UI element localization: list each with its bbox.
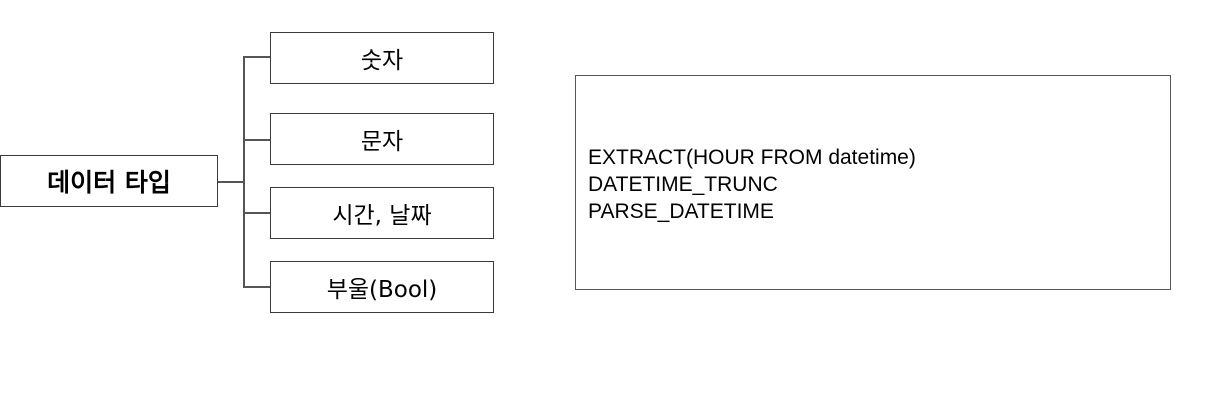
- child-node-string: 문자: [270, 113, 494, 165]
- function-line: PARSE_DATETIME: [588, 200, 774, 223]
- child-node-label: 시간, 날짜: [332, 203, 432, 229]
- datetime-functions-box: EXTRACT(HOUR FROM datetime) DATETIME_TRU…: [575, 75, 1171, 290]
- child-node-label: 숫자: [360, 48, 404, 74]
- connector-branch-bool: [243, 286, 270, 288]
- connector-branch-string: [243, 139, 270, 141]
- connector-branch-datetime: [243, 212, 270, 214]
- child-node-label: 문자: [360, 129, 404, 155]
- function-line: DATETIME_TRUNC: [588, 173, 778, 196]
- connector-branch-number: [243, 56, 270, 58]
- datetime-functions-list: EXTRACT(HOUR FROM datetime) DATETIME_TRU…: [588, 144, 916, 225]
- connector-root-horizontal: [218, 181, 244, 183]
- child-node-datetime: 시간, 날짜: [270, 187, 494, 239]
- root-node-data-type: 데이터 타입: [0, 155, 218, 207]
- connector-vertical-trunk: [243, 56, 245, 287]
- child-node-label: 부울(Bool): [326, 277, 438, 303]
- child-node-number: 숫자: [270, 32, 494, 84]
- function-line: EXTRACT(HOUR FROM datetime): [588, 146, 916, 169]
- root-node-label: 데이터 타입: [47, 168, 171, 197]
- child-node-bool: 부울(Bool): [270, 261, 494, 313]
